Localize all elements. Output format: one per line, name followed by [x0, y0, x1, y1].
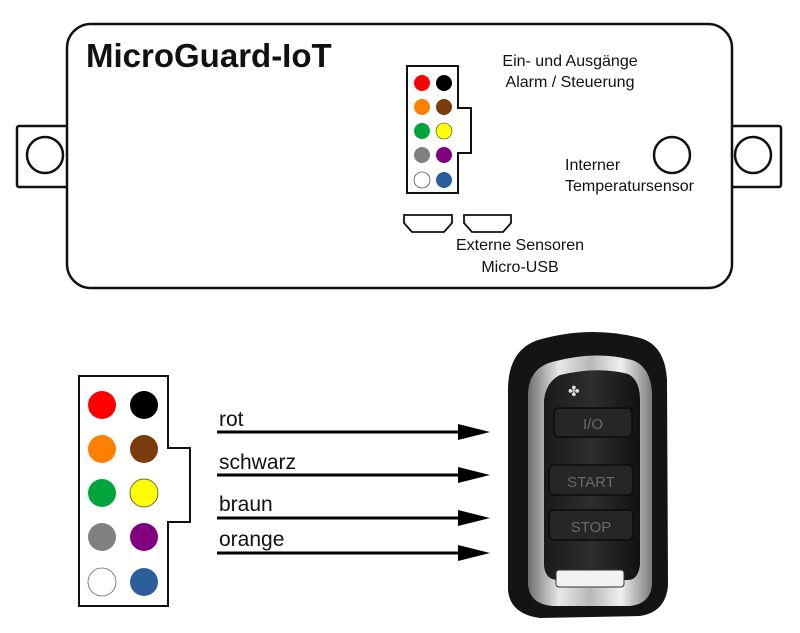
remote-button-io[interactable]: I/O: [553, 407, 633, 438]
wire-label: orange: [219, 528, 284, 551]
left-mounting-tab: [15, 124, 71, 189]
pin-white: [87, 567, 117, 597]
right-mounting-tab: [728, 124, 783, 189]
io-label-line2: Alarm / Steuerung: [506, 74, 635, 91]
arrow-head-icon: [458, 545, 490, 561]
pin-gray: [88, 523, 116, 551]
device-housing: [65, 22, 734, 290]
usb-label-line2: Micro-USB: [481, 259, 558, 276]
mounting-hole-icon: [733, 135, 773, 175]
wire-label: rot: [219, 408, 244, 431]
pin-yellow: [435, 122, 453, 140]
device-title: MicroGuard-IoT: [86, 37, 332, 74]
wire-label: braun: [219, 493, 273, 516]
pin-red: [414, 75, 430, 91]
pin-yellow: [129, 478, 159, 508]
pin-blue: [130, 568, 158, 596]
micro-usb-port-icon: [463, 214, 512, 233]
pin-purple: [436, 147, 452, 163]
pin-brown: [436, 99, 452, 115]
pin-gray: [414, 147, 430, 163]
keyring-hole: [555, 569, 625, 588]
remote-button-label: STOP: [571, 519, 612, 536]
io-connector-large: [78, 375, 191, 607]
arrow-head-icon: [458, 467, 490, 483]
temp-label-line1: Interner: [565, 157, 621, 174]
io-label-line1: Ein- und Ausgänge: [502, 53, 637, 70]
pin-green: [414, 123, 430, 139]
remote-button-label: I/O: [583, 416, 603, 433]
remote-button-start[interactable]: START: [548, 464, 634, 496]
temperature-sensor-icon: [652, 135, 692, 175]
remote-button-label: START: [567, 474, 615, 491]
remote-control: ✤ I/O START STOP: [508, 331, 668, 618]
pin-black: [130, 391, 158, 419]
pin-blue: [436, 172, 452, 188]
mounting-hole-icon: [25, 135, 65, 175]
pin-black: [436, 75, 452, 91]
arrow-head-icon: [458, 510, 490, 526]
pin-orange: [414, 99, 430, 115]
pin-orange: [88, 435, 116, 463]
wire-arrows: rot schwarz braun orange: [217, 408, 490, 561]
remote-button-stop[interactable]: STOP: [548, 509, 634, 541]
arrow-head-icon: [458, 424, 490, 440]
pin-red: [88, 391, 116, 419]
usb-label-line1: Externe Sensoren: [456, 237, 584, 254]
micro-usb-port-icon: [403, 214, 453, 233]
pin-purple: [130, 523, 158, 551]
temp-label-line2: Temperatursensor: [565, 178, 695, 195]
wire-label: schwarz: [219, 451, 296, 474]
pin-brown: [130, 435, 158, 463]
pin-white: [413, 171, 431, 189]
remote-logo-icon: ✤: [568, 384, 580, 400]
pin-green: [88, 479, 116, 507]
io-connector-small: [406, 65, 472, 194]
